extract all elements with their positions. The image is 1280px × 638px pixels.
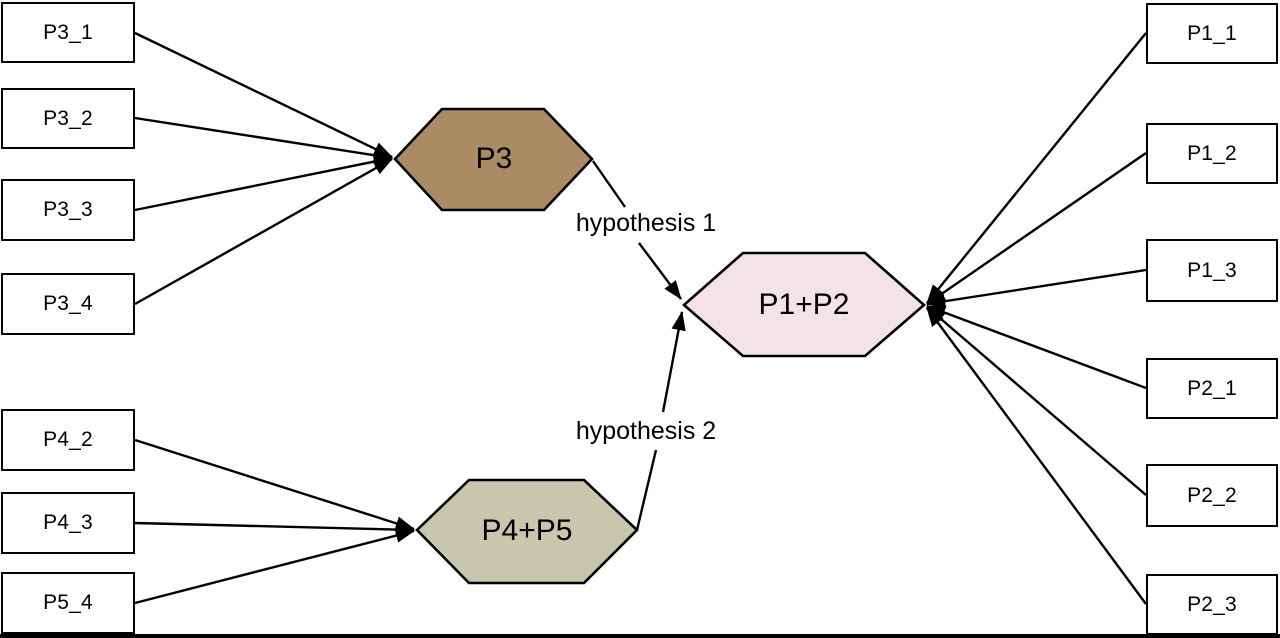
edge-line	[134, 521, 415, 537]
indicator-box-P3_1: P3_1	[1, 2, 135, 63]
indicator-box-P5_4: P5_4	[1, 572, 135, 634]
indicator-box-label: P3_3	[43, 198, 93, 221]
edge-line	[134, 154, 393, 212]
indicator-box-P3_4: P3_4	[1, 273, 135, 335]
edge-line	[926, 152, 1147, 305]
indicator-box-label: P2_1	[1187, 376, 1237, 400]
indicator-box-P2_2: P2_2	[1146, 464, 1278, 527]
edges-group	[134, 31, 1147, 605]
indicator-box-P2_3: P2_3	[1146, 574, 1278, 635]
edge-line	[134, 438, 415, 531]
edge-line	[926, 268, 1147, 309]
edge-line	[926, 307, 1147, 605]
indicator-box-label: P3_2	[43, 106, 93, 130]
edge-line	[926, 32, 1147, 304]
hypothesis-1-label: hypothesis 1	[575, 209, 717, 237]
indicator-box-label: P3_4	[43, 292, 93, 315]
indicator-box-P4_3: P4_3	[1, 492, 135, 554]
indicator-box-P1_2: P1_2	[1146, 123, 1278, 184]
indicator-box-P3_3: P3_3	[1, 179, 135, 241]
edge-line	[134, 116, 393, 163]
indicator-box-label: P4_3	[43, 511, 93, 534]
indicator-box-label: P2_2	[1187, 483, 1237, 507]
hexagon-node-P1P2	[682, 251, 926, 358]
edge-line	[134, 31, 393, 159]
edge-line	[926, 304, 1147, 390]
hexagons-group	[393, 107, 926, 585]
hexagon-label-P1P2: P1+P2	[758, 288, 850, 321]
hypothesis-2-label: hypothesis 2	[575, 417, 717, 445]
edge-line	[134, 157, 393, 306]
indicator-box-label: P2_3	[1187, 592, 1237, 616]
edge-line	[134, 528, 415, 605]
edge-line	[661, 311, 686, 413]
edge-line	[635, 449, 658, 531]
indicator-box-P4_2: P4_2	[1, 409, 135, 471]
indicator-box-label: P4_2	[43, 428, 93, 451]
indicator-box-P3_2: P3_2	[1, 88, 135, 149]
edge-line	[592, 160, 626, 208]
hexagon-label-P4P5: P4+P5	[481, 514, 573, 547]
indicator-box-label: P1_2	[1187, 141, 1237, 165]
hexagon-node-P4P5	[415, 478, 639, 585]
bottom-border	[0, 634, 1280, 638]
indicator-box-label: P3_1	[43, 20, 93, 44]
hexagon-label-P3: P3	[475, 142, 513, 175]
indicator-box-P2_1: P2_1	[1146, 358, 1278, 419]
indicator-box-label: P1_1	[1187, 21, 1237, 45]
edge-line	[926, 306, 1147, 496]
indicator-box-P1_3: P1_3	[1146, 239, 1278, 302]
edge-line	[638, 242, 682, 300]
indicator-box-P1_1: P1_1	[1146, 3, 1278, 64]
hexagon-node-P3	[393, 107, 594, 212]
indicator-box-label: P5_4	[43, 591, 93, 614]
indicator-box-label: P1_3	[1187, 258, 1237, 282]
